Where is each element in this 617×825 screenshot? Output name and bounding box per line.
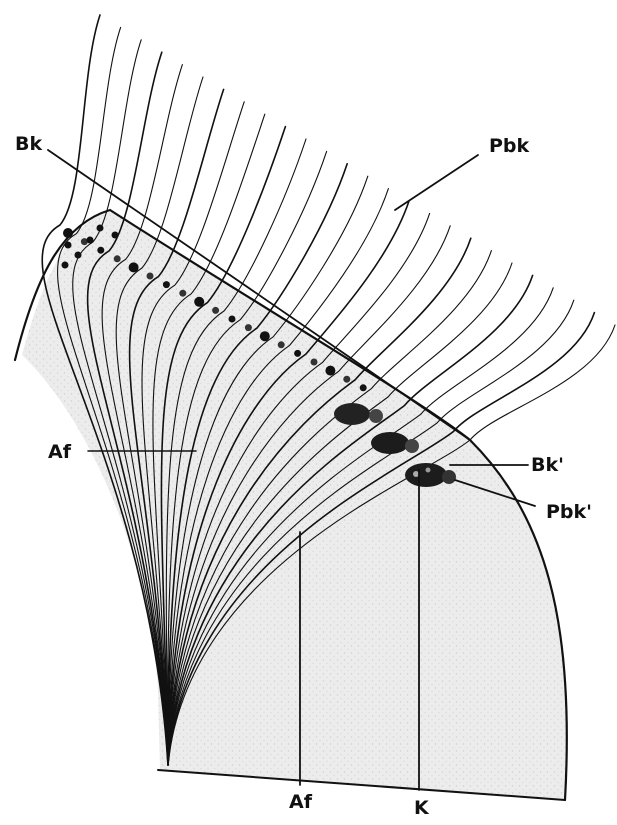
label-af-bottom: Af — [289, 791, 313, 813]
cell-nucleus — [97, 247, 104, 254]
cell-nucleus — [278, 341, 285, 348]
label-pbk-prime: Pbk' — [546, 501, 592, 523]
label-bk: Bk — [15, 133, 42, 155]
cell-nucleus — [163, 281, 170, 288]
label-pbk: Pbk — [489, 135, 530, 157]
cell-nucleus — [63, 228, 73, 238]
leader-pbk — [395, 155, 478, 210]
cell-nucleus — [212, 307, 219, 314]
tissue-region — [22, 210, 567, 800]
cell-nucleus — [62, 262, 69, 269]
cell-nucleus — [75, 252, 82, 259]
cell-nucleus — [129, 262, 139, 272]
cell-nucleus — [360, 384, 367, 391]
cell-nucleus — [245, 324, 252, 331]
cell-nucleus — [194, 297, 204, 307]
label-bk-prime: Bk' — [531, 454, 564, 476]
cell-nucleus — [325, 366, 335, 376]
cell-nucleus — [147, 273, 154, 280]
cell-nucleus — [311, 359, 318, 366]
cell-nucleus — [65, 242, 72, 249]
cell-nucleus — [260, 331, 270, 341]
cell-nucleus — [343, 376, 350, 383]
cell-nucleus — [112, 232, 119, 239]
cell-nucleus — [87, 237, 94, 244]
cell-nucleus — [114, 255, 121, 262]
cell-nucleus — [97, 225, 104, 232]
label-af-left: Af — [48, 441, 72, 463]
cell-nucleus — [179, 290, 186, 297]
cell-nucleus — [294, 350, 301, 357]
cell-nucleus — [229, 316, 236, 323]
label-k: K — [414, 797, 430, 819]
